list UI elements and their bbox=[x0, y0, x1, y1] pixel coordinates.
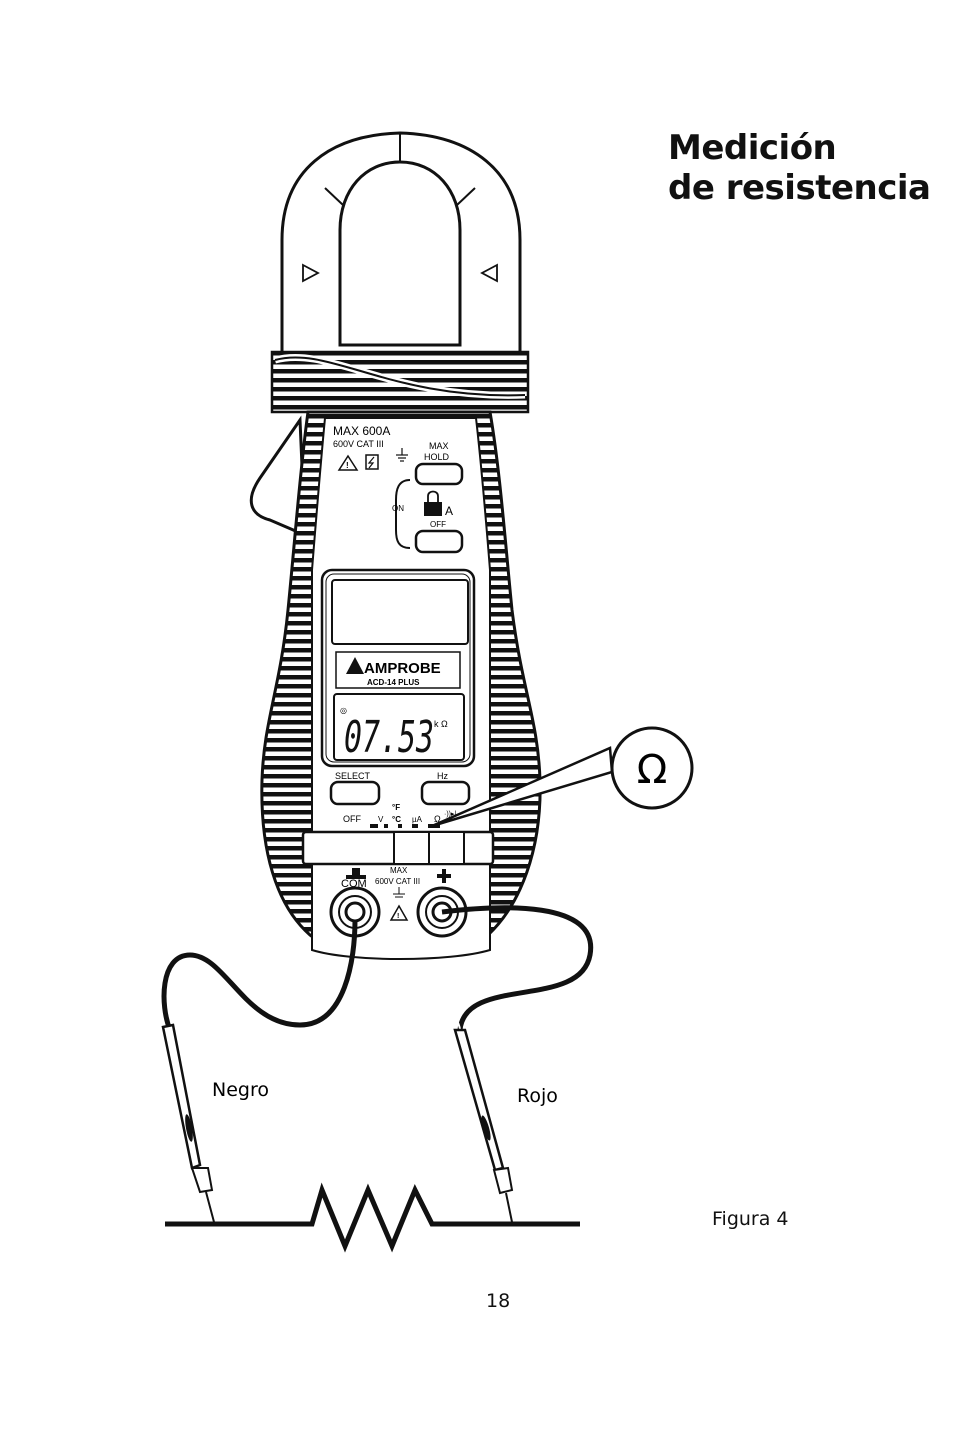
select-label: SELECT bbox=[335, 771, 371, 781]
model-name: ACD-14 PLUS bbox=[367, 678, 420, 687]
callout-ohm-symbol: Ω bbox=[637, 747, 668, 793]
max-hold-label-line1: MAX bbox=[429, 441, 449, 451]
rotary-function-switch[interactable] bbox=[301, 830, 495, 866]
jaw-trigger bbox=[249, 415, 307, 538]
positive-terminal-icon bbox=[437, 869, 451, 883]
ground-icon bbox=[396, 448, 408, 462]
page-title-line-2: de resistencia bbox=[668, 168, 931, 208]
svg-text:A: A bbox=[445, 504, 453, 518]
hz-label: Hz bbox=[437, 771, 448, 781]
lcd-display: ◎ 07.53 k Ω bbox=[333, 693, 465, 763]
red-lead-label: Rojo bbox=[517, 1085, 558, 1107]
select-button[interactable] bbox=[329, 780, 381, 806]
continuity-diode-icon: ·))▸| bbox=[444, 811, 457, 818]
jaw-collar bbox=[270, 350, 530, 414]
dial-microamp-label: µA bbox=[412, 815, 423, 824]
page-number: 18 bbox=[486, 1290, 511, 1312]
red-test-lead bbox=[441, 905, 594, 1223]
shock-hazard-icon bbox=[365, 454, 379, 470]
input-rating-label: 600V CAT III bbox=[375, 877, 420, 886]
brand-name: AMPROBE bbox=[364, 660, 441, 677]
brand-panel: AMPROBE ACD-14 PLUS bbox=[335, 651, 461, 689]
jaw-bracket bbox=[395, 479, 411, 549]
figure-caption: Figura 4 bbox=[712, 1208, 789, 1230]
ohm-callout: Ω bbox=[431, 726, 694, 828]
lcd-reading: 07.53 bbox=[344, 712, 434, 763]
com-label: COM bbox=[341, 878, 367, 890]
warning-icon: ! bbox=[337, 454, 359, 471]
black-lead-label: Negro bbox=[212, 1079, 269, 1101]
auto-power-icon: ◎ bbox=[340, 706, 347, 715]
svg-text:!: ! bbox=[346, 461, 349, 470]
com-terminal-icon bbox=[346, 868, 366, 879]
clamp-jaw bbox=[280, 131, 522, 362]
jaw-release-button[interactable] bbox=[414, 529, 464, 554]
upper-window bbox=[331, 579, 469, 645]
svg-text:!: ! bbox=[397, 913, 399, 920]
dial-celsius-label: °C bbox=[392, 815, 401, 824]
max-hold-button[interactable] bbox=[414, 462, 464, 486]
dial-ohm-label: Ω bbox=[434, 814, 441, 824]
input-max-label: MAX bbox=[390, 866, 408, 875]
lcd-unit: k Ω bbox=[434, 719, 448, 729]
input-warning-icon: ! bbox=[389, 904, 409, 921]
page-title: Medición de resistencia bbox=[668, 128, 931, 208]
page-title-line-1: Medición bbox=[668, 128, 837, 168]
input-ground-icon bbox=[393, 887, 405, 898]
voltage-rating-label: 600V CAT III bbox=[333, 439, 384, 449]
dial-volts-label: V bbox=[378, 815, 384, 824]
dial-off-label: OFF bbox=[343, 814, 361, 824]
hz-button[interactable] bbox=[420, 780, 471, 806]
max-current-label: MAX 600A bbox=[333, 424, 390, 438]
max-hold-label-line2: HOLD bbox=[424, 452, 450, 462]
resistor-symbol bbox=[165, 1182, 580, 1253]
jaw-lock-icon: A bbox=[424, 490, 453, 518]
dial-fahrenheit-label: °F bbox=[392, 803, 400, 812]
jaw-on-label: ON bbox=[392, 504, 404, 513]
black-test-lead bbox=[161, 919, 358, 1223]
brand-logo-icon bbox=[346, 657, 364, 674]
jaw-off-label: OFF bbox=[430, 520, 446, 529]
